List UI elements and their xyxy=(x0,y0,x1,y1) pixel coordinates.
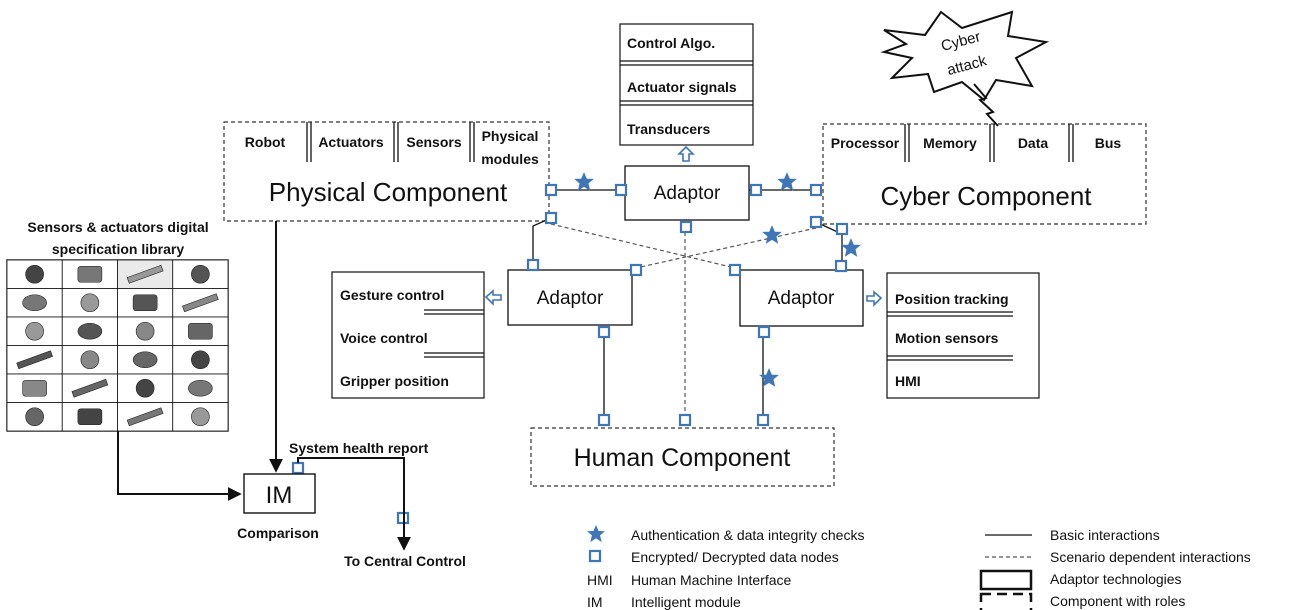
component-thumbnail-icon xyxy=(77,408,103,426)
auth-star-icon xyxy=(762,225,782,244)
component-thumbnail-icon xyxy=(126,264,164,284)
cyber-role-processor: Processor xyxy=(831,135,900,151)
legend-adaptor-text: Adaptor technologies xyxy=(1050,571,1182,587)
legend-star-icon xyxy=(587,525,605,542)
right-roles-dividers xyxy=(887,311,1013,361)
physical-component-box xyxy=(223,121,550,222)
right-role-motion-sensors: Motion sensors xyxy=(895,330,999,346)
legend-im-text: Intelligent module xyxy=(631,594,741,610)
component-thumbnail-icon xyxy=(182,293,219,313)
component-thumbnail-icon xyxy=(188,322,213,340)
library-title-2: specification library xyxy=(52,241,184,257)
right-adaptor-box xyxy=(739,269,864,327)
legend-hmi-text: Human Machine Interface xyxy=(631,572,792,588)
component-thumbnail-icon xyxy=(25,321,44,341)
component-thumbnail-icon xyxy=(77,322,103,340)
component-thumbnail-icon xyxy=(135,321,155,341)
component-thumbnail-icon xyxy=(132,294,158,312)
component-thumbnail-icon xyxy=(16,350,53,370)
cyber-roles xyxy=(904,124,1074,162)
component-thumbnail-icon xyxy=(191,350,210,370)
physical-roles xyxy=(306,122,475,162)
component-thumbnail-icon xyxy=(80,350,100,370)
physical-role-physical: Physical xyxy=(482,128,539,144)
component-thumbnail-icon xyxy=(80,293,100,313)
left-adaptor-box xyxy=(507,269,633,326)
top-roles-dividers xyxy=(620,60,753,106)
legend: Authentication & data integrity checks E… xyxy=(587,525,1251,610)
physical-component-title: Physical Component xyxy=(269,177,508,207)
legend-star-text: Authentication & data integrity checks xyxy=(631,527,864,543)
left-arrow-icon xyxy=(484,289,502,306)
component-thumbnail-icon xyxy=(126,407,164,427)
physical-role-actuators: Actuators xyxy=(318,134,384,150)
physical-role-robot: Robot xyxy=(245,134,286,150)
component-thumbnail-icon xyxy=(25,264,44,284)
left-role-gesture-control: Gesture control xyxy=(340,287,444,303)
top-role-transducers: Transducers xyxy=(627,121,710,137)
human-component-title: Human Component xyxy=(574,444,791,472)
top-role-actuator-signals: Actuator signals xyxy=(627,79,737,95)
left-roles-box xyxy=(331,271,485,399)
component-thumbnail-icon xyxy=(25,407,44,427)
auth-star-icon xyxy=(759,368,779,387)
scenario-interaction-lines xyxy=(550,223,817,420)
im-flow-lines xyxy=(117,221,411,551)
cyber-role-memory: Memory xyxy=(923,135,977,151)
legend-node-icon xyxy=(588,549,602,563)
component-thumbnail-icon xyxy=(71,378,109,398)
human-component-box xyxy=(530,427,835,487)
legend-dashed-text: Scenario dependent interactions xyxy=(1050,549,1251,565)
left-roles-dividers xyxy=(424,309,484,358)
top-adaptor-box xyxy=(624,165,750,221)
component-thumbnail-icon xyxy=(22,379,47,397)
up-arrow-icon xyxy=(677,145,695,162)
right-role-hmi: HMI xyxy=(895,373,921,389)
im-box xyxy=(243,473,316,514)
legend-component-icon xyxy=(979,592,1033,610)
top-adaptor-label: Adaptor xyxy=(654,183,721,204)
cyber-role-bus: Bus xyxy=(1095,135,1122,151)
component-thumbnail-icon xyxy=(22,294,47,312)
component-thumbnail-icon xyxy=(188,379,213,397)
component-thumbnail-icon xyxy=(77,265,103,283)
im-label: IM xyxy=(266,482,293,509)
library-grid xyxy=(6,259,229,432)
library-title-1: Sensors & actuators digital xyxy=(27,219,208,235)
legend-hmi-abbr: HMI xyxy=(587,572,613,588)
system-health-report: System health report xyxy=(289,440,429,456)
cyber-component-title: Cyber Component xyxy=(881,181,1093,211)
left-role-gripper-position: Gripper position xyxy=(340,373,449,389)
legend-im-abbr: IM xyxy=(587,594,603,610)
auth-star-icon xyxy=(777,172,797,191)
cyber-attack-burst-icon xyxy=(880,10,1050,102)
cyber-role-data: Data xyxy=(1018,135,1049,151)
left-role-voice-control: Voice control xyxy=(340,330,428,346)
right-roles-box xyxy=(886,272,1040,399)
legend-component-text: Component with roles xyxy=(1050,593,1185,609)
component-thumbnail-icon xyxy=(191,264,210,284)
im-caption: Comparison xyxy=(237,525,319,541)
right-role-position-tracking: Position tracking xyxy=(895,291,1009,307)
lightning-bolt-icon xyxy=(973,83,999,127)
legend-solid-text: Basic interactions xyxy=(1050,527,1160,543)
physical-role-modules: modules xyxy=(481,151,539,167)
top-roles-box xyxy=(619,23,754,146)
left-adaptor-label: Adaptor xyxy=(537,288,604,309)
component-thumbnail-icon xyxy=(191,407,210,427)
auth-star-icon xyxy=(574,172,594,191)
cyber-component-box xyxy=(822,123,1147,225)
component-thumbnail-icon xyxy=(132,351,158,369)
physical-role-sensors: Sensors xyxy=(406,134,461,150)
auth-star-icon xyxy=(841,238,861,257)
legend-node-text: Encrypted/ Decrypted data nodes xyxy=(631,549,839,565)
to-central-control: To Central Control xyxy=(344,553,466,569)
right-adaptor-label: Adaptor xyxy=(768,288,835,309)
right-arrow-icon xyxy=(866,290,883,307)
component-thumbnail-icon xyxy=(135,378,155,398)
legend-adaptor-icon xyxy=(979,569,1033,591)
top-role-control-algo: Control Algo. xyxy=(627,35,715,51)
